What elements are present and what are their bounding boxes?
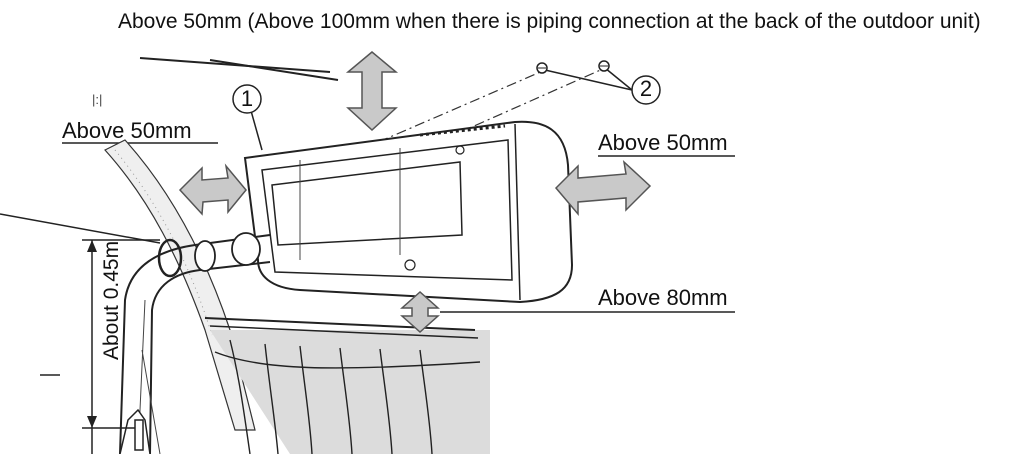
clearance-arrow-bottom <box>400 290 440 334</box>
height-dimension-label: About 0.45m <box>100 240 123 360</box>
piping <box>119 232 271 455</box>
callout-1: 1 <box>240 86 254 111</box>
guide-line-2 <box>419 67 606 151</box>
leader-pipe <box>0 213 161 244</box>
top-clearance-label: Above 50mm (Above 100mm when there is pi… <box>118 10 981 33</box>
curtain-shade <box>210 330 490 454</box>
wall-section <box>104 139 256 431</box>
curtain <box>214 339 481 455</box>
callout-2: 2 <box>639 76 653 101</box>
clearance-arrow-right <box>554 159 652 217</box>
leader-callout-2a <box>544 69 633 91</box>
clearance-arrow-top <box>345 51 399 132</box>
curtain-rail-2 <box>209 325 479 339</box>
callout-circle-1 <box>232 84 262 114</box>
ceiling-line <box>139 57 331 73</box>
left-clearance-label: Above 50mm <box>62 118 192 143</box>
wall-texture <box>114 149 213 336</box>
indoor-unit <box>243 120 574 304</box>
guide-line <box>359 69 546 151</box>
curtain-rail <box>204 317 476 331</box>
right-clearance-label: Above 50mm <box>598 130 728 155</box>
screw-icon <box>536 62 548 74</box>
wall-marker-label: |:| <box>92 92 103 107</box>
ceiling-line-2 <box>209 59 339 81</box>
screw-icon <box>598 60 610 72</box>
leader-callout-2b <box>604 67 633 91</box>
dimension-arrow <box>87 240 97 252</box>
clearance-arrow-left <box>178 163 247 216</box>
dimension-arrow <box>87 416 97 428</box>
callout-circle-2 <box>631 75 661 105</box>
bottom-clearance-label: Above 80mm <box>598 285 728 310</box>
drain-hose <box>119 408 151 455</box>
